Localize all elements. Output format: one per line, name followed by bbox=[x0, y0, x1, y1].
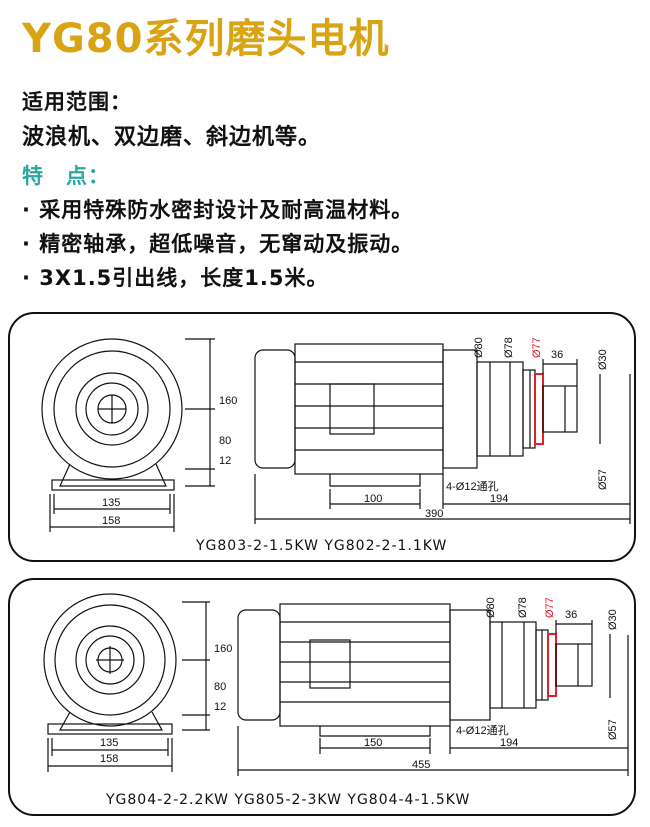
application-text: 波浪机、双边磨、斜边机等。 bbox=[22, 125, 322, 150]
dim-12: 12 bbox=[214, 701, 226, 713]
dim-d80: Ø80 bbox=[473, 337, 485, 358]
dim-36: 36 bbox=[551, 349, 563, 361]
dim-d30: Ø30 bbox=[607, 609, 619, 630]
model-caption-1: YG803-2-1.5KW YG802-2-1.1KW bbox=[196, 538, 448, 554]
page-title: YG80系列磨头电机 bbox=[22, 16, 390, 62]
feature-item-2: · 精密轴承，超低噪音，无窜动及振动。 bbox=[22, 232, 414, 256]
front-outer-circle bbox=[41, 338, 183, 480]
dim-160: 160 bbox=[219, 395, 237, 407]
features-heading: 特 点： bbox=[22, 164, 110, 188]
side-rear-cover bbox=[254, 349, 296, 469]
dim-d30: Ø30 bbox=[597, 349, 609, 370]
motor-drawing-2: 160 80 12 135 158 Ø80 Ø78 Ø77 36 Ø30 Ø57… bbox=[43, 593, 629, 776]
dim-d57: Ø57 bbox=[597, 469, 609, 490]
application-heading: 适用范围： bbox=[22, 90, 132, 114]
dim-80: 80 bbox=[219, 435, 231, 447]
dim-160: 160 bbox=[214, 643, 232, 655]
dim-d78: Ø78 bbox=[503, 337, 515, 358]
dim-36: 36 bbox=[565, 609, 577, 621]
dim-194: 194 bbox=[500, 737, 518, 749]
dim-d77: Ø77 bbox=[544, 597, 556, 618]
dim-d78: Ø78 bbox=[517, 597, 529, 618]
dim-100: 100 bbox=[364, 493, 382, 505]
dim-holes: 4-Ø12通孔 bbox=[456, 724, 509, 737]
dim-390: 390 bbox=[425, 508, 443, 520]
dim-150: 150 bbox=[364, 737, 382, 749]
dim-12: 12 bbox=[219, 455, 231, 467]
dim-158: 158 bbox=[102, 515, 120, 527]
dim-455: 455 bbox=[412, 759, 430, 771]
dim-80: 80 bbox=[214, 681, 226, 693]
dim-135: 135 bbox=[102, 497, 120, 509]
dim-135: 135 bbox=[100, 737, 118, 749]
model-caption-2: YG804-2-2.2KW YG805-2-3KW YG804-4-1.5KW bbox=[106, 792, 471, 808]
dim-d77: Ø77 bbox=[531, 337, 543, 358]
feature-item-1: · 采用特殊防水密封设计及耐高温材料。 bbox=[22, 198, 414, 222]
drawing-panel-2: 160 80 12 135 158 Ø80 Ø78 Ø77 36 Ø30 Ø57… bbox=[8, 578, 636, 816]
dim-d80: Ø80 bbox=[485, 597, 497, 618]
dim-d57: Ø57 bbox=[607, 719, 619, 740]
dim-194: 194 bbox=[490, 493, 508, 505]
dim-158: 158 bbox=[100, 753, 118, 765]
drawing-panel-1: 160 80 12 135 158 Ø80 Ø78 Ø77 36 Ø30 Ø57… bbox=[8, 312, 636, 562]
feature-item-3: · 3X1.5引出线，长度1.5米。 bbox=[22, 266, 329, 290]
dim-holes: 4-Ø12通孔 bbox=[446, 480, 499, 493]
motor-drawing-1: 160 80 12 135 158 Ø80 Ø78 Ø77 36 Ø30 Ø57… bbox=[41, 337, 631, 532]
